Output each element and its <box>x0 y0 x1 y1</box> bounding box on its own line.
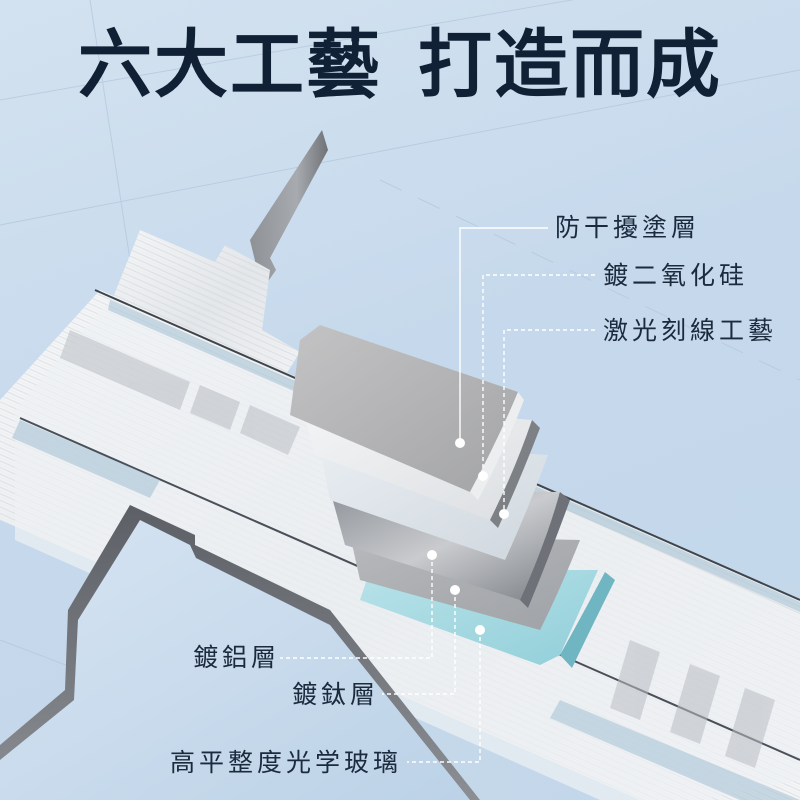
caliper-jaw <box>250 130 328 290</box>
page-title: 六大工藝打造而成 <box>0 28 800 102</box>
leader-dots <box>427 438 509 635</box>
label-laser-engraving: 激光刻線工藝 <box>603 316 778 345</box>
label-aluminium-coating: 鍍鋁層 <box>193 643 281 672</box>
headline-part2: 打造而成 <box>418 22 722 108</box>
caliper-window <box>0 520 470 800</box>
headline-part1: 六大工藝 <box>78 22 382 108</box>
label-silicon-dioxide: 鍍二氧化硅 <box>603 261 749 290</box>
label-optical-glass: 高平整度光学玻璃 <box>170 748 403 777</box>
label-anti-interference-coating: 防干擾塗層 <box>555 213 701 242</box>
leader-lines <box>280 227 595 763</box>
scale-marks <box>60 330 775 768</box>
coating-layer <box>290 325 518 492</box>
label-titanium-coating: 鍍鈦層 <box>292 680 380 709</box>
